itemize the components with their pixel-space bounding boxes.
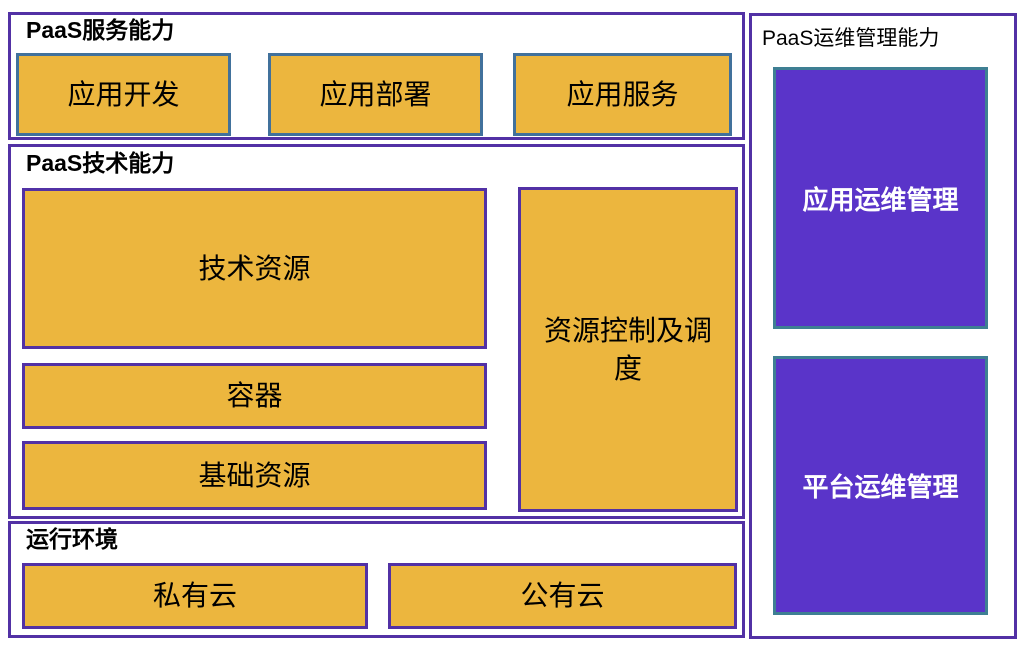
app-deploy-box: 应用部署	[268, 53, 483, 136]
app-service-box: 应用服务	[513, 53, 732, 136]
public-cloud-box: 公有云	[388, 563, 737, 629]
tech-capability-title: PaaS技术能力	[26, 150, 175, 176]
container-box: 容器	[22, 363, 487, 429]
service-capability-title: PaaS服务能力	[26, 17, 175, 43]
app-dev-box: 应用开发	[16, 53, 231, 136]
ops-management-title: PaaS运维管理能力	[762, 27, 940, 50]
resource-control-box: 资源控制及调度	[518, 187, 738, 512]
tech-resources-box: 技术资源	[22, 188, 487, 349]
platform-ops-box: 平台运维管理	[773, 356, 988, 615]
private-cloud-box: 私有云	[22, 563, 368, 629]
base-resources-box: 基础资源	[22, 441, 487, 510]
app-ops-box: 应用运维管理	[773, 67, 988, 329]
runtime-env-title: 运行环境	[26, 526, 118, 552]
